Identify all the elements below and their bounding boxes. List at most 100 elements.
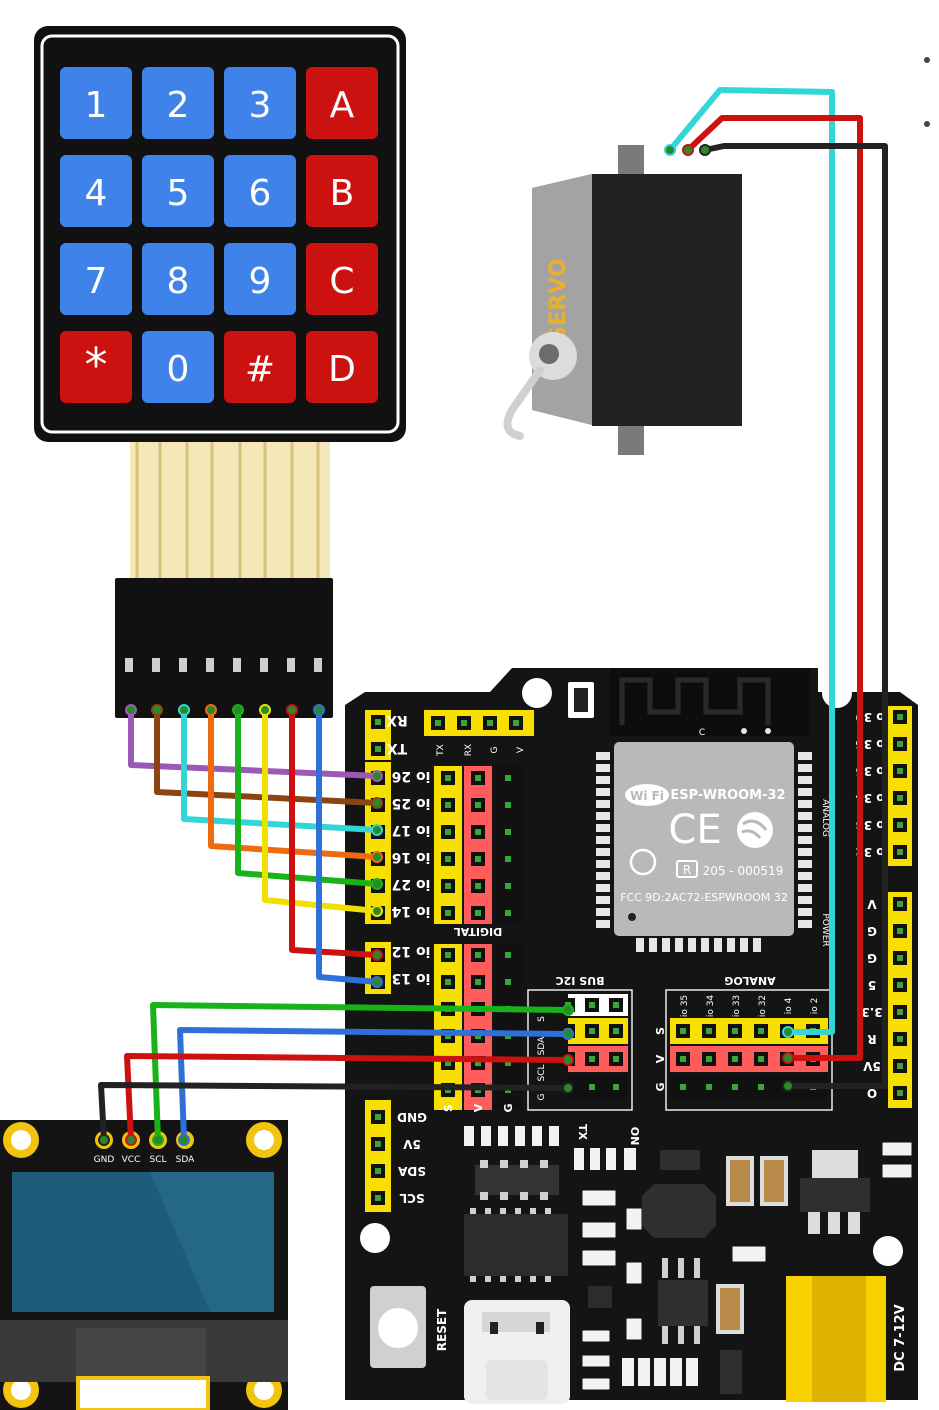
inductor bbox=[642, 1184, 716, 1238]
right-analog-label: ANALOG bbox=[820, 799, 830, 837]
module-pin bbox=[740, 938, 748, 952]
wire-oled-gnd bbox=[98, 1082, 571, 1143]
wire-end bbox=[562, 1028, 574, 1040]
keypad-key[interactable] bbox=[306, 331, 378, 403]
module-pin bbox=[798, 860, 812, 868]
module-pin bbox=[596, 896, 610, 904]
right-label-io35: io 35 bbox=[855, 764, 888, 778]
reg-number: 205 - 000519 bbox=[703, 864, 784, 878]
keypad-key[interactable] bbox=[60, 243, 132, 315]
keypad-key[interactable] bbox=[306, 67, 378, 139]
module-pin bbox=[798, 920, 812, 928]
module-pin bbox=[596, 788, 610, 796]
usb-chip bbox=[464, 1214, 568, 1276]
wire-end bbox=[205, 704, 217, 716]
wire-end bbox=[371, 905, 383, 917]
keypad-key[interactable] bbox=[142, 67, 214, 139]
wire-end bbox=[562, 1004, 574, 1016]
module-pin bbox=[636, 938, 644, 952]
keypad-key-label: 0 bbox=[167, 349, 190, 390]
right-label-5: 5 bbox=[868, 978, 876, 992]
right-label-g2: G bbox=[867, 951, 877, 965]
uart-header-rx: RX bbox=[464, 744, 474, 756]
module-pin bbox=[701, 938, 709, 952]
oled-pin-label: SCL bbox=[149, 1155, 166, 1165]
module-pin bbox=[596, 752, 610, 760]
wire-end bbox=[371, 824, 383, 836]
dc-jack-label: DC 7-12V bbox=[893, 1304, 908, 1371]
wire-end bbox=[259, 704, 271, 716]
wire-end bbox=[125, 1134, 137, 1146]
keypad-key-label: 7 bbox=[85, 261, 108, 302]
servo-motor: SERVO bbox=[503, 145, 742, 455]
keypad-key[interactable] bbox=[142, 243, 214, 315]
module-pin bbox=[649, 938, 657, 952]
wire-red-io12 bbox=[289, 707, 380, 958]
keypad-key-label: B bbox=[330, 173, 355, 214]
wire-oled-scl bbox=[150, 1002, 571, 1143]
module-pin bbox=[798, 788, 812, 796]
wire-end bbox=[682, 144, 694, 156]
keypad-key-label: C bbox=[329, 261, 354, 302]
module-pin bbox=[596, 764, 610, 772]
uart-tx-label: TX bbox=[387, 740, 408, 756]
module-pin bbox=[596, 824, 610, 832]
pin-label-io12: io 12 bbox=[392, 943, 431, 959]
i2c-label-g: G bbox=[537, 1093, 547, 1100]
servo-label: SERVO bbox=[546, 258, 571, 341]
keypad-key[interactable] bbox=[142, 155, 214, 227]
analog-label-io35: io 35 bbox=[680, 995, 690, 1017]
oled-pin-label: VCC bbox=[122, 1155, 141, 1165]
keypad-key[interactable] bbox=[224, 67, 296, 139]
fcc-id: FCC 9D:2AC72-ESPWROOM 32 bbox=[620, 891, 788, 904]
keypad-key[interactable] bbox=[224, 155, 296, 227]
module-title: ESP-WROOM-32 bbox=[670, 788, 785, 803]
wifi-logo: Wi Fi bbox=[630, 789, 664, 803]
keypad-key-label: A bbox=[330, 85, 355, 126]
digital-label: DIGITAL bbox=[454, 925, 503, 938]
module-pin bbox=[798, 812, 812, 820]
analog-row-g: G bbox=[654, 1082, 667, 1091]
pin-label-io14: io 14 bbox=[391, 903, 430, 919]
module-pin bbox=[798, 800, 812, 808]
module-pin bbox=[596, 836, 610, 844]
analog-row-s: S bbox=[654, 1027, 667, 1035]
left-bottom-gnd: GND bbox=[397, 1110, 427, 1124]
oled-pin-label: SDA bbox=[176, 1155, 195, 1165]
wire-end bbox=[371, 797, 383, 809]
analog-label: ANALOG bbox=[724, 974, 775, 987]
reset-label: RESET bbox=[435, 1308, 449, 1351]
keypad-key[interactable] bbox=[224, 331, 296, 403]
servo-body bbox=[592, 174, 742, 426]
wire-end bbox=[98, 1134, 110, 1146]
module-pin bbox=[596, 776, 610, 784]
wire-end bbox=[562, 1054, 574, 1066]
module-pin bbox=[596, 920, 610, 928]
wire-end bbox=[699, 144, 711, 156]
right-label-g1: G bbox=[867, 924, 877, 938]
module-pin bbox=[798, 896, 812, 904]
keypad-key[interactable] bbox=[224, 243, 296, 315]
module-pin bbox=[596, 848, 610, 856]
wire-servo-vcc bbox=[685, 115, 863, 1061]
wire-end bbox=[371, 878, 383, 890]
keypad-key[interactable] bbox=[60, 67, 132, 139]
on-led-label: ON bbox=[628, 1127, 641, 1146]
keypad-key-label: # bbox=[245, 349, 275, 390]
module-pin bbox=[596, 872, 610, 880]
keypad-key[interactable] bbox=[306, 243, 378, 315]
keypad-key[interactable] bbox=[60, 331, 132, 403]
oled-pin-label: GND bbox=[94, 1155, 115, 1165]
keypad-key[interactable] bbox=[142, 331, 214, 403]
right-label-v: V bbox=[867, 897, 877, 911]
wire-end bbox=[371, 770, 383, 782]
tx-led-label: TX bbox=[576, 1124, 589, 1141]
wire-end bbox=[125, 704, 137, 716]
keypad-key[interactable] bbox=[306, 155, 378, 227]
wire-servo-signal bbox=[667, 87, 835, 1035]
wire-end bbox=[782, 1026, 794, 1038]
keypad-key[interactable] bbox=[60, 155, 132, 227]
analog-label-io34: io 34 bbox=[706, 995, 716, 1018]
keypad-key-label: 1 bbox=[85, 85, 108, 126]
pin-label-io25: io 25 bbox=[392, 795, 431, 811]
